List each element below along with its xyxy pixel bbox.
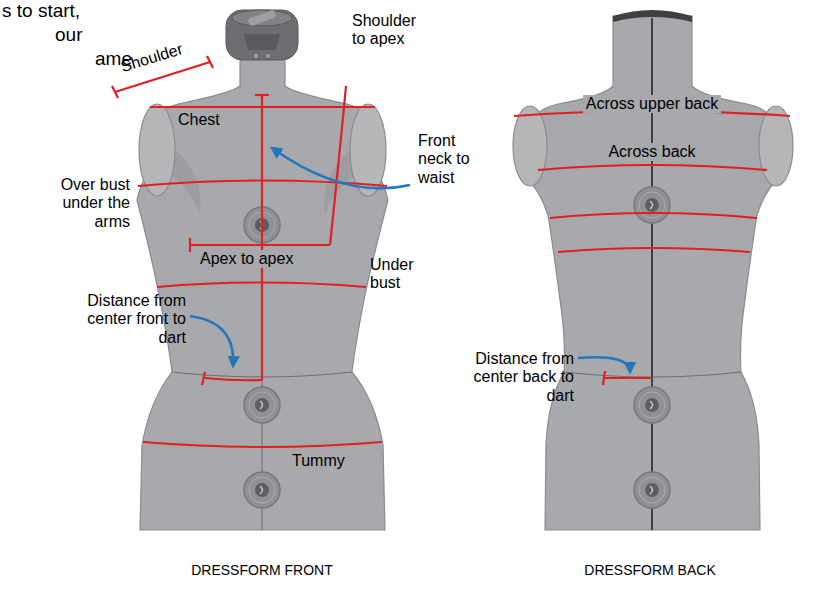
measurement-label: Apex to apex — [197, 250, 296, 268]
measurement-label: Distance from center back to dart — [452, 350, 574, 405]
measurement-label: s to start, — [2, 0, 142, 22]
measurement-label: Over bust under the arms — [46, 176, 130, 231]
measurement-label: DRESSFORM FRONT — [172, 562, 352, 578]
measurement-label: Front neck to waist — [418, 132, 484, 187]
measurement-label: DRESSFORM BACK — [560, 562, 740, 578]
measurement-label: Across upper back — [583, 95, 722, 113]
measurement-label: Under bust — [370, 256, 430, 293]
measurement-label: Distance from center front to dart — [64, 292, 186, 347]
dressform-front — [112, 9, 410, 530]
measurement-label: Shoulder — [119, 32, 210, 76]
measurement-label: our — [55, 24, 115, 46]
measurement-label: Tummy — [292, 452, 362, 470]
measurement-label: Across back — [605, 143, 698, 161]
measurement-label: Shoulder to apex — [352, 12, 430, 49]
dressform-back — [513, 10, 793, 530]
measurement-label: Chest — [178, 111, 248, 129]
